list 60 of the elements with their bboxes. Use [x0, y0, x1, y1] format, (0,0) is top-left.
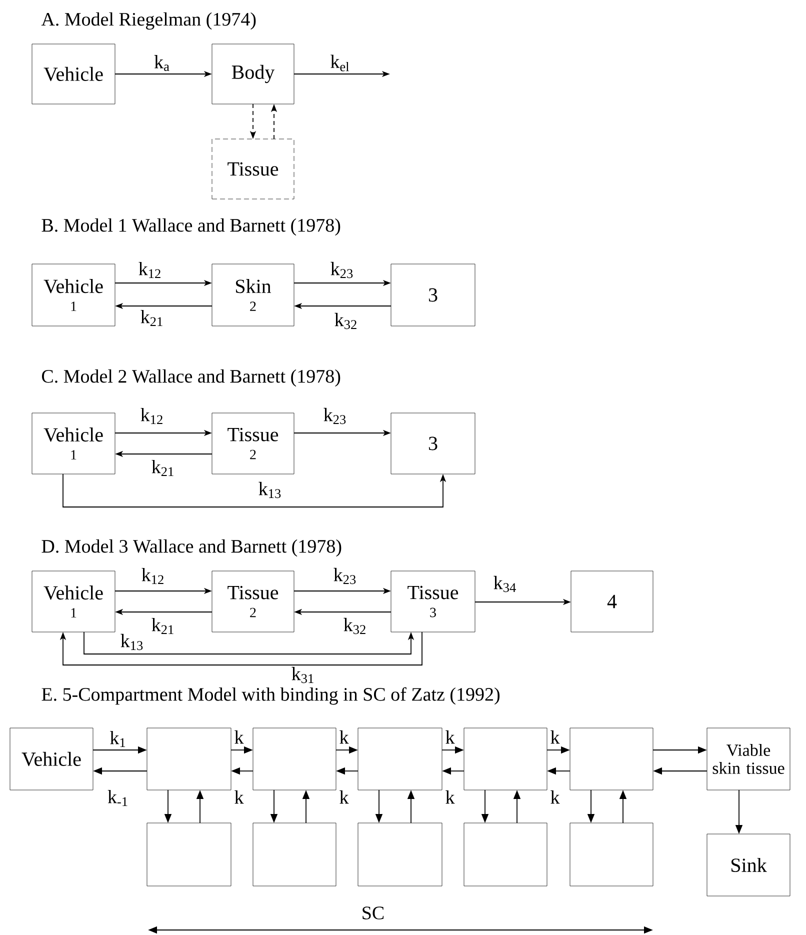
compartment-box: [358, 728, 442, 790]
compartment-box: [358, 822, 442, 886]
edge-label: k$_{12}$: [137, 260, 163, 280]
edge-label: k$_{a}$: [153, 54, 171, 72]
edge-label: k$_{23}$: [332, 566, 358, 586]
compartment-box: Tissue 3: [390, 570, 476, 632]
compartment-box: [570, 728, 654, 790]
compartment-box: 4: [570, 570, 654, 632]
arrow: [60, 632, 422, 666]
edge-label: k$_{23}$: [322, 406, 348, 426]
edge-label: k: [233, 729, 245, 745]
edge-label: k$_{21}$: [150, 458, 176, 478]
edge-label: k$_{-1}$: [106, 788, 130, 807]
edge-label: k: [549, 789, 561, 805]
edge-label: k$_{31}$: [290, 666, 316, 684]
compartment-box: Vehicle 1: [32, 412, 116, 474]
edge-label: k$_{32}$: [333, 312, 359, 330]
compartment-box: [570, 822, 654, 886]
edge-label: k: [549, 729, 561, 745]
edge-label: k$_{21}$: [139, 308, 165, 328]
compartment-box: Tissue: [212, 138, 294, 200]
compartment-box: Vehicle: [32, 44, 116, 104]
edge-label: k$_{12}$: [140, 566, 166, 586]
compartment-box: Vehicle: [10, 728, 94, 790]
edge-label: k$_{13}$: [257, 480, 283, 500]
compartment-box: Tissue 2: [212, 570, 294, 632]
dimension-label: SC: [362, 906, 384, 920]
edge-label: k$_{32}$: [342, 616, 368, 636]
section-heading: C. Model 2 Wallace and Barnett (1978): [42, 369, 340, 387]
compartment-box: [146, 728, 232, 790]
section-heading: A. Model Riegelman (1974): [41, 12, 256, 30]
edge-label: k$_{13}$: [119, 632, 145, 652]
edge-label: k: [444, 789, 456, 805]
edge-label: k$_{34}$: [492, 574, 518, 594]
edge-label: k$_{el}$: [329, 54, 351, 72]
edge-label: k: [444, 729, 456, 745]
edge-label: k: [338, 789, 350, 805]
compartment-box: [464, 822, 548, 886]
compartment-box: [464, 728, 548, 790]
compartment-box: 3: [390, 264, 476, 326]
edge-label: k: [338, 729, 350, 745]
edge-label: k$_{12}$: [139, 406, 165, 426]
compartment-box: [252, 822, 336, 886]
section-heading: E. 5-Compartment Model with binding in SC of Zatz (1992): [42, 687, 500, 705]
section-heading: B. Model 1 Wallace and Barnett (1978): [42, 218, 340, 236]
compartment-box: [252, 728, 336, 790]
compartment-box: Vehicle 1: [32, 570, 116, 632]
edge-label: k: [233, 789, 245, 805]
section-heading: D. Model 3 Wallace and Barnett (1978): [42, 539, 342, 557]
edge-label: k$_{1}$: [108, 730, 128, 748]
compartment-box: [146, 822, 232, 886]
compartment-box: Tissue 2: [212, 412, 294, 474]
compartment-box: Sink: [706, 834, 790, 896]
compartment-box: Body: [212, 44, 294, 104]
compartment-box: Viable skin tissue: [706, 728, 790, 790]
compartment-box: Vehicle 1: [32, 264, 116, 326]
edge-label: k$_{21}$: [150, 616, 176, 635]
edge-label: k$_{23}$: [329, 260, 355, 280]
compartment-box: Skin 2: [212, 264, 294, 326]
compartment-box: 3: [390, 412, 476, 474]
